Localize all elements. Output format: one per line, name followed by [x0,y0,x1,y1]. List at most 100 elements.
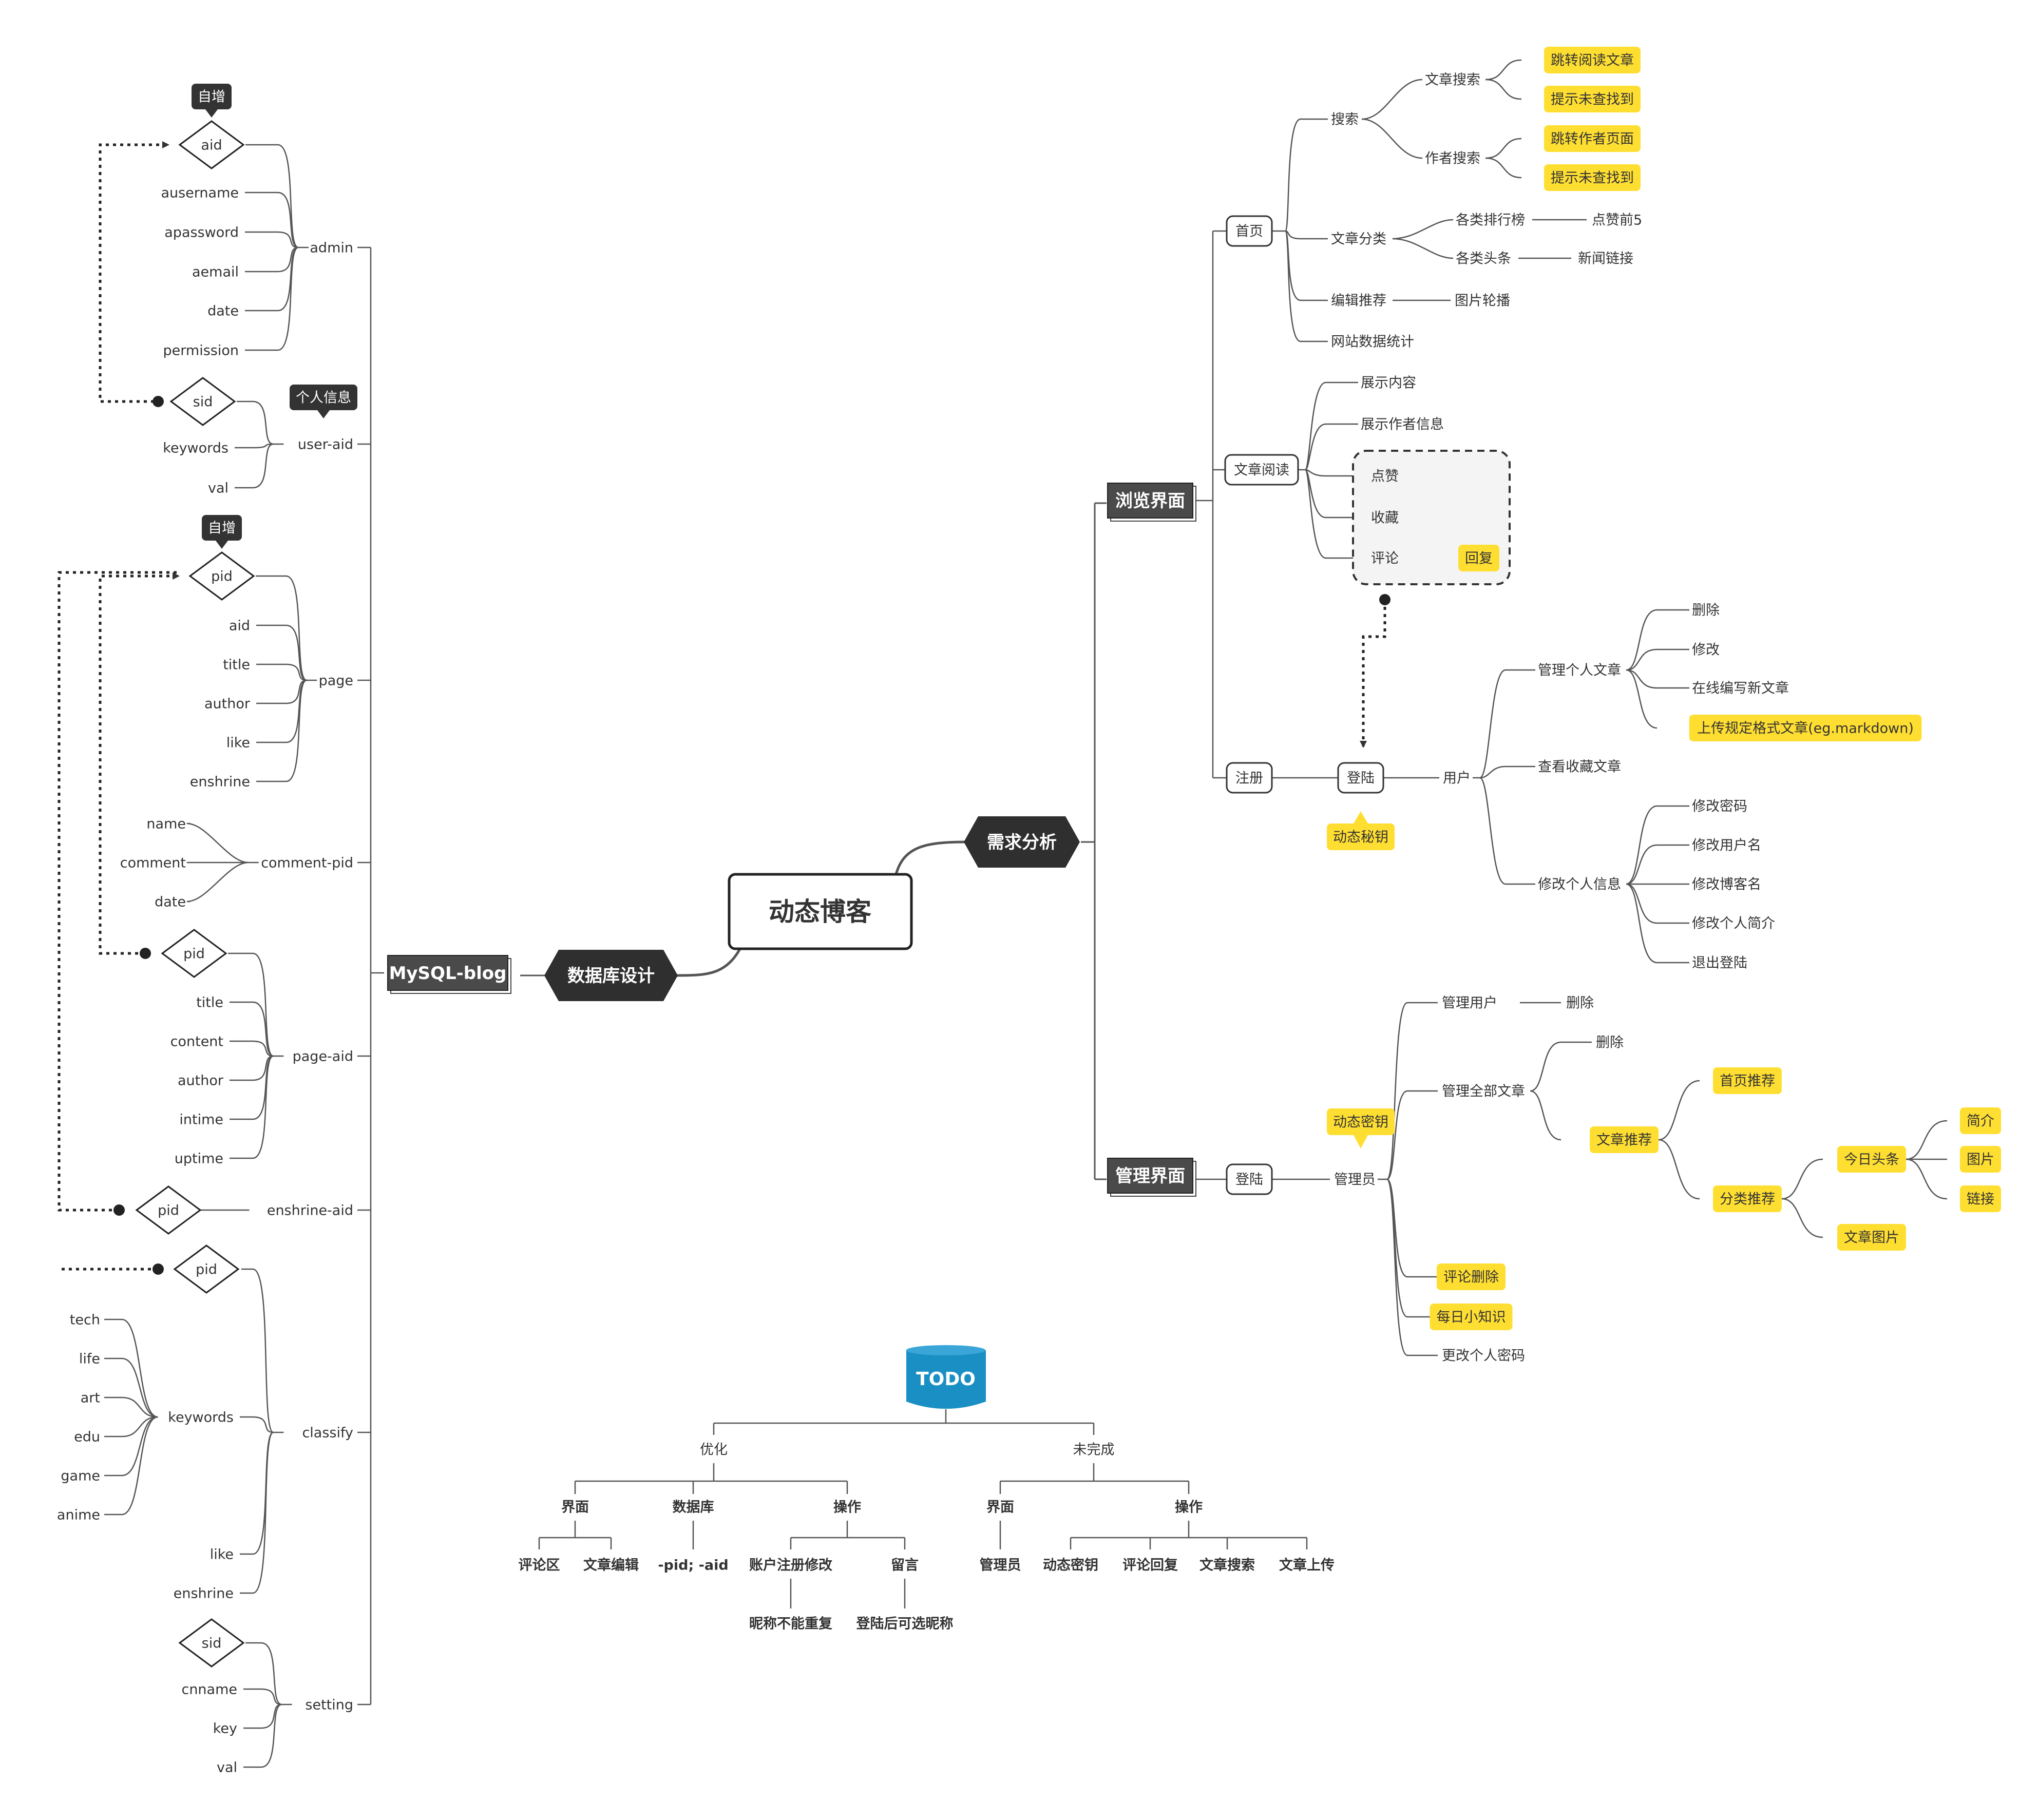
edge-keyword [104,1318,158,1418]
admin-child-0: 管理用户 [1442,995,1497,1011]
field-admin-apassword: apassword [164,225,239,241]
edge-category [1392,238,1454,259]
edge-read [1305,469,1369,477]
req-branch-shape [964,816,1080,868]
edge-recommend [1658,1080,1700,1141]
todo-label: TODO [916,1369,976,1390]
edge-field-pageaid [228,952,274,1057]
unfinished-ui: 界面 [986,1500,1014,1516]
today-item-0-box [1960,1107,2001,1134]
article-search: 文章搜索 [1425,72,1480,88]
dynamic-secret-user-pointer [1354,811,1368,823]
edge-field-classify [240,1431,274,1594]
edge-field-pageaid [230,1055,274,1081]
article-recommend: 文章推荐 [1596,1133,1652,1148]
edge-home [1284,230,1328,301]
edge-field-setting [245,1642,282,1706]
admin-child-1: 管理全部文章 [1442,1084,1525,1100]
optimize-message-child: 登陆后可选昵称 [856,1616,954,1632]
user-info-1: 修改用户名 [1692,838,1761,854]
read-interaction-1: 收藏 [1371,510,1399,526]
field-classify-like: like [210,1547,234,1563]
editor-carousel: 图片轮播 [1455,293,1510,309]
field-page-title: title [223,657,250,673]
field-admin-permission: permission [163,343,239,359]
read-node-box [1224,454,1299,486]
edge-keyword [104,1416,158,1477]
edge-field-page [256,679,307,704]
today-item-2-box [1960,1185,2001,1212]
root-node-box [728,873,913,950]
edge-field-setting [243,1703,282,1768]
edge-field-classify [241,1268,274,1433]
field-pageaid-intime: intime [179,1112,223,1128]
unfinished-ui-admin: 管理员 [980,1558,1021,1574]
edge-today [1906,1158,1948,1200]
pk-enshrine: pid [158,1203,179,1219]
edge-user [1479,765,1535,779]
relation-dot [140,948,151,959]
browse-node-box [1107,483,1193,519]
pk-admin: aid [201,138,222,154]
recommend-image-box [1837,1224,1906,1251]
optimize-ops-message: 留言 [891,1558,919,1574]
root-node: 动态博客 [769,897,871,927]
field-setting-key: key [213,1721,237,1737]
author-search: 作者搜索 [1425,151,1480,167]
edge-field-user [237,400,274,445]
edge-keyword [104,1416,158,1438]
edge-field-comment [186,861,249,903]
edge-field-user [235,443,274,449]
dynamic-secret-admin-pointer [1354,1135,1368,1148]
note-user-info-pointer [317,410,330,418]
field-pageaid-content: content [170,1034,223,1050]
optimize-cat-2: 操作 [833,1500,861,1516]
recommend-today: 今日头条 [1844,1152,1899,1168]
edge-field-page [256,575,307,681]
category-headline: 各类头条 [1456,251,1511,267]
edge-recommend [1658,1139,1700,1200]
login-node: 登陆 [1347,771,1375,787]
edge-field-pageaid [230,1040,274,1057]
admin-child-2-box [1437,1263,1506,1290]
edge-today [1906,1120,1948,1160]
register-node: 注册 [1235,771,1263,787]
nodes-layer: 动态博客数据库设计MySQL-blogadminaidausernameapas… [57,47,2001,1776]
today-item-1: 图片 [1967,1152,1994,1168]
keyword-life: life [79,1351,100,1367]
dynamic-secret-admin-box [1327,1108,1395,1135]
unfinished-ops-0: 动态密钥 [1043,1557,1098,1574]
category-news-link: 新闻链接 [1578,251,1633,267]
pk-admin-diamond [178,120,245,169]
edge-field-admin [245,191,299,248]
table-label-enshrine: enshrine-aid [267,1203,353,1219]
today-item-1-box [1960,1146,2001,1173]
dynamic-secret-admin: 动态密钥 [1333,1115,1388,1131]
dynamic-secret-user-box [1327,823,1395,850]
user-info-3: 修改个人简介 [1692,916,1775,932]
todo-badge-top [906,1345,985,1355]
pk-setting-diamond [178,1618,245,1668]
admin-ui-node: 管理界面 [1115,1166,1185,1186]
field-admin-date: date [207,303,239,319]
edge-category-rec [1781,1158,1823,1200]
manage-article-upload: 上传规定格式文章(eg.markdown) [1697,721,1914,737]
manage-article-0: 删除 [1692,603,1720,619]
mysql-blog-node-box [387,955,508,991]
read-interaction-0: 点赞 [1371,469,1399,485]
edge-read [1304,469,1369,559]
edge-field-page [256,624,307,681]
edge-author-search [1485,157,1522,179]
table-label-pageaid: page-aid [293,1049,353,1065]
edge-keyword [104,1416,158,1516]
relation-user-admin [99,141,169,403]
recommend-image: 文章图片 [1844,1230,1899,1246]
edge-manage-article [1626,669,1689,689]
admin-child-4: 更改个人密码 [1442,1348,1525,1364]
edge-user-info [1626,844,1689,885]
edge-user-info [1626,805,1689,885]
pk-setting: sid [202,1636,222,1652]
edge-home [1285,230,1328,240]
edge-field-admin [245,246,299,351]
table-label-page: page [319,673,353,689]
